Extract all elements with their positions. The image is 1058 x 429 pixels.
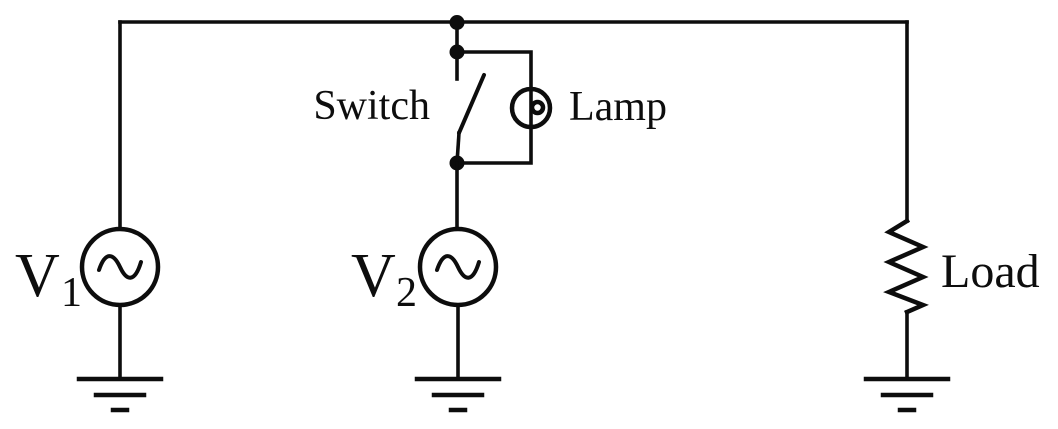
- v2-label: V: [351, 242, 396, 310]
- v1-branch: V 1: [15, 20, 164, 413]
- load-branch: Load: [863, 20, 1040, 413]
- v2-branch: V 2: [351, 161, 502, 413]
- switch-label: Switch: [313, 83, 430, 129]
- load-label: Load: [941, 245, 1040, 298]
- lamp-label: Lamp: [569, 84, 667, 130]
- resistor-icon: [883, 217, 929, 315]
- junction-dot-top: [449, 15, 465, 30]
- v1-label: V: [15, 242, 60, 310]
- ground-icon: [414, 376, 502, 413]
- ground-icon: [863, 376, 951, 413]
- ac-source-icon: [79, 226, 161, 308]
- ac-source-icon: [417, 226, 499, 308]
- lamp-icon: [509, 86, 553, 130]
- v2-label-subscript: 2: [396, 270, 417, 316]
- ground-icon: [76, 376, 164, 413]
- v1-label-subscript: 1: [61, 270, 82, 316]
- switch-icon: [455, 73, 486, 165]
- junction-dot-switch-top: [449, 44, 465, 60]
- switch-lamp-section: Switch Lamp: [313, 15, 667, 171]
